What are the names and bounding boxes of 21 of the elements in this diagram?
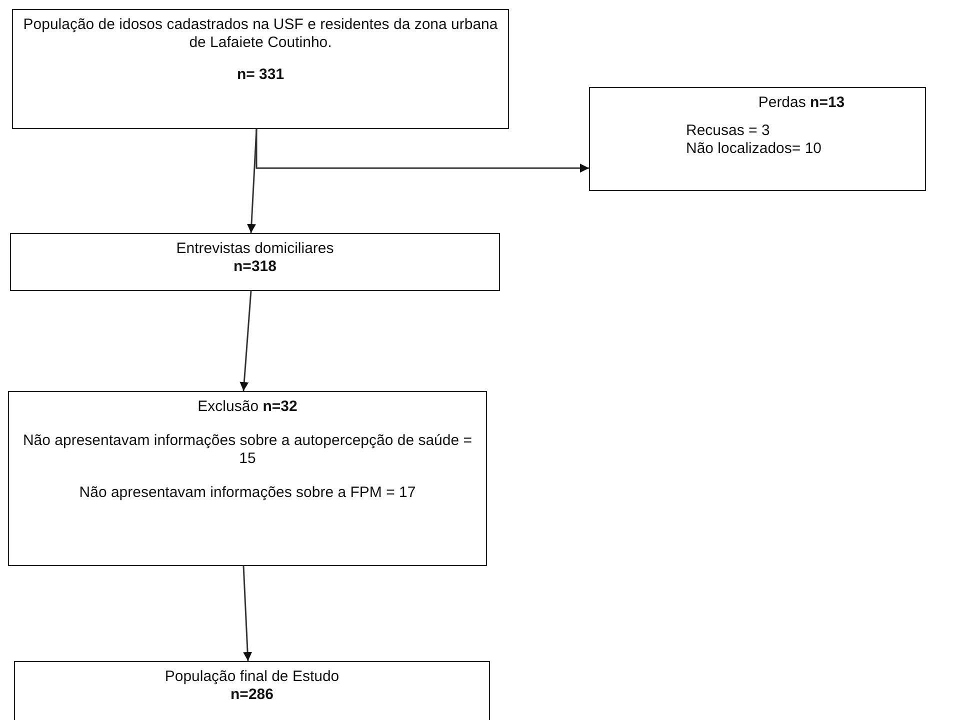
box-text: Não localizados= 10 xyxy=(686,140,823,158)
box-heading: Exclusão n=32 xyxy=(196,398,298,416)
process-box xyxy=(14,661,490,720)
arrow xyxy=(256,129,589,173)
box-heading: População final de Estudo xyxy=(164,668,340,686)
arrow xyxy=(246,128,258,234)
box-text: Não apresentavam informações sobre a FPM = 17 xyxy=(78,484,417,502)
box-text: Recusas = 3 xyxy=(686,122,771,140)
process-box xyxy=(8,391,487,566)
box-heading: População de idosos cadastrados na USF e residentes da zona urbana de Lafaiete Coutinho. xyxy=(22,16,499,52)
box-text: n=318 xyxy=(232,258,278,276)
arrow xyxy=(242,566,252,662)
box-text: n= 331 xyxy=(236,66,286,84)
process-box xyxy=(589,87,926,191)
process-box xyxy=(12,9,509,129)
process-box xyxy=(10,233,500,291)
box-text: Não apresentavam informações sobre a autopercepção de saúde = 15 xyxy=(22,432,474,468)
box-heading: Perdas n=13 xyxy=(757,94,846,112)
box-text: n=286 xyxy=(230,686,274,704)
arrow xyxy=(240,290,252,392)
box-heading: Entrevistas domiciliares xyxy=(175,240,335,258)
